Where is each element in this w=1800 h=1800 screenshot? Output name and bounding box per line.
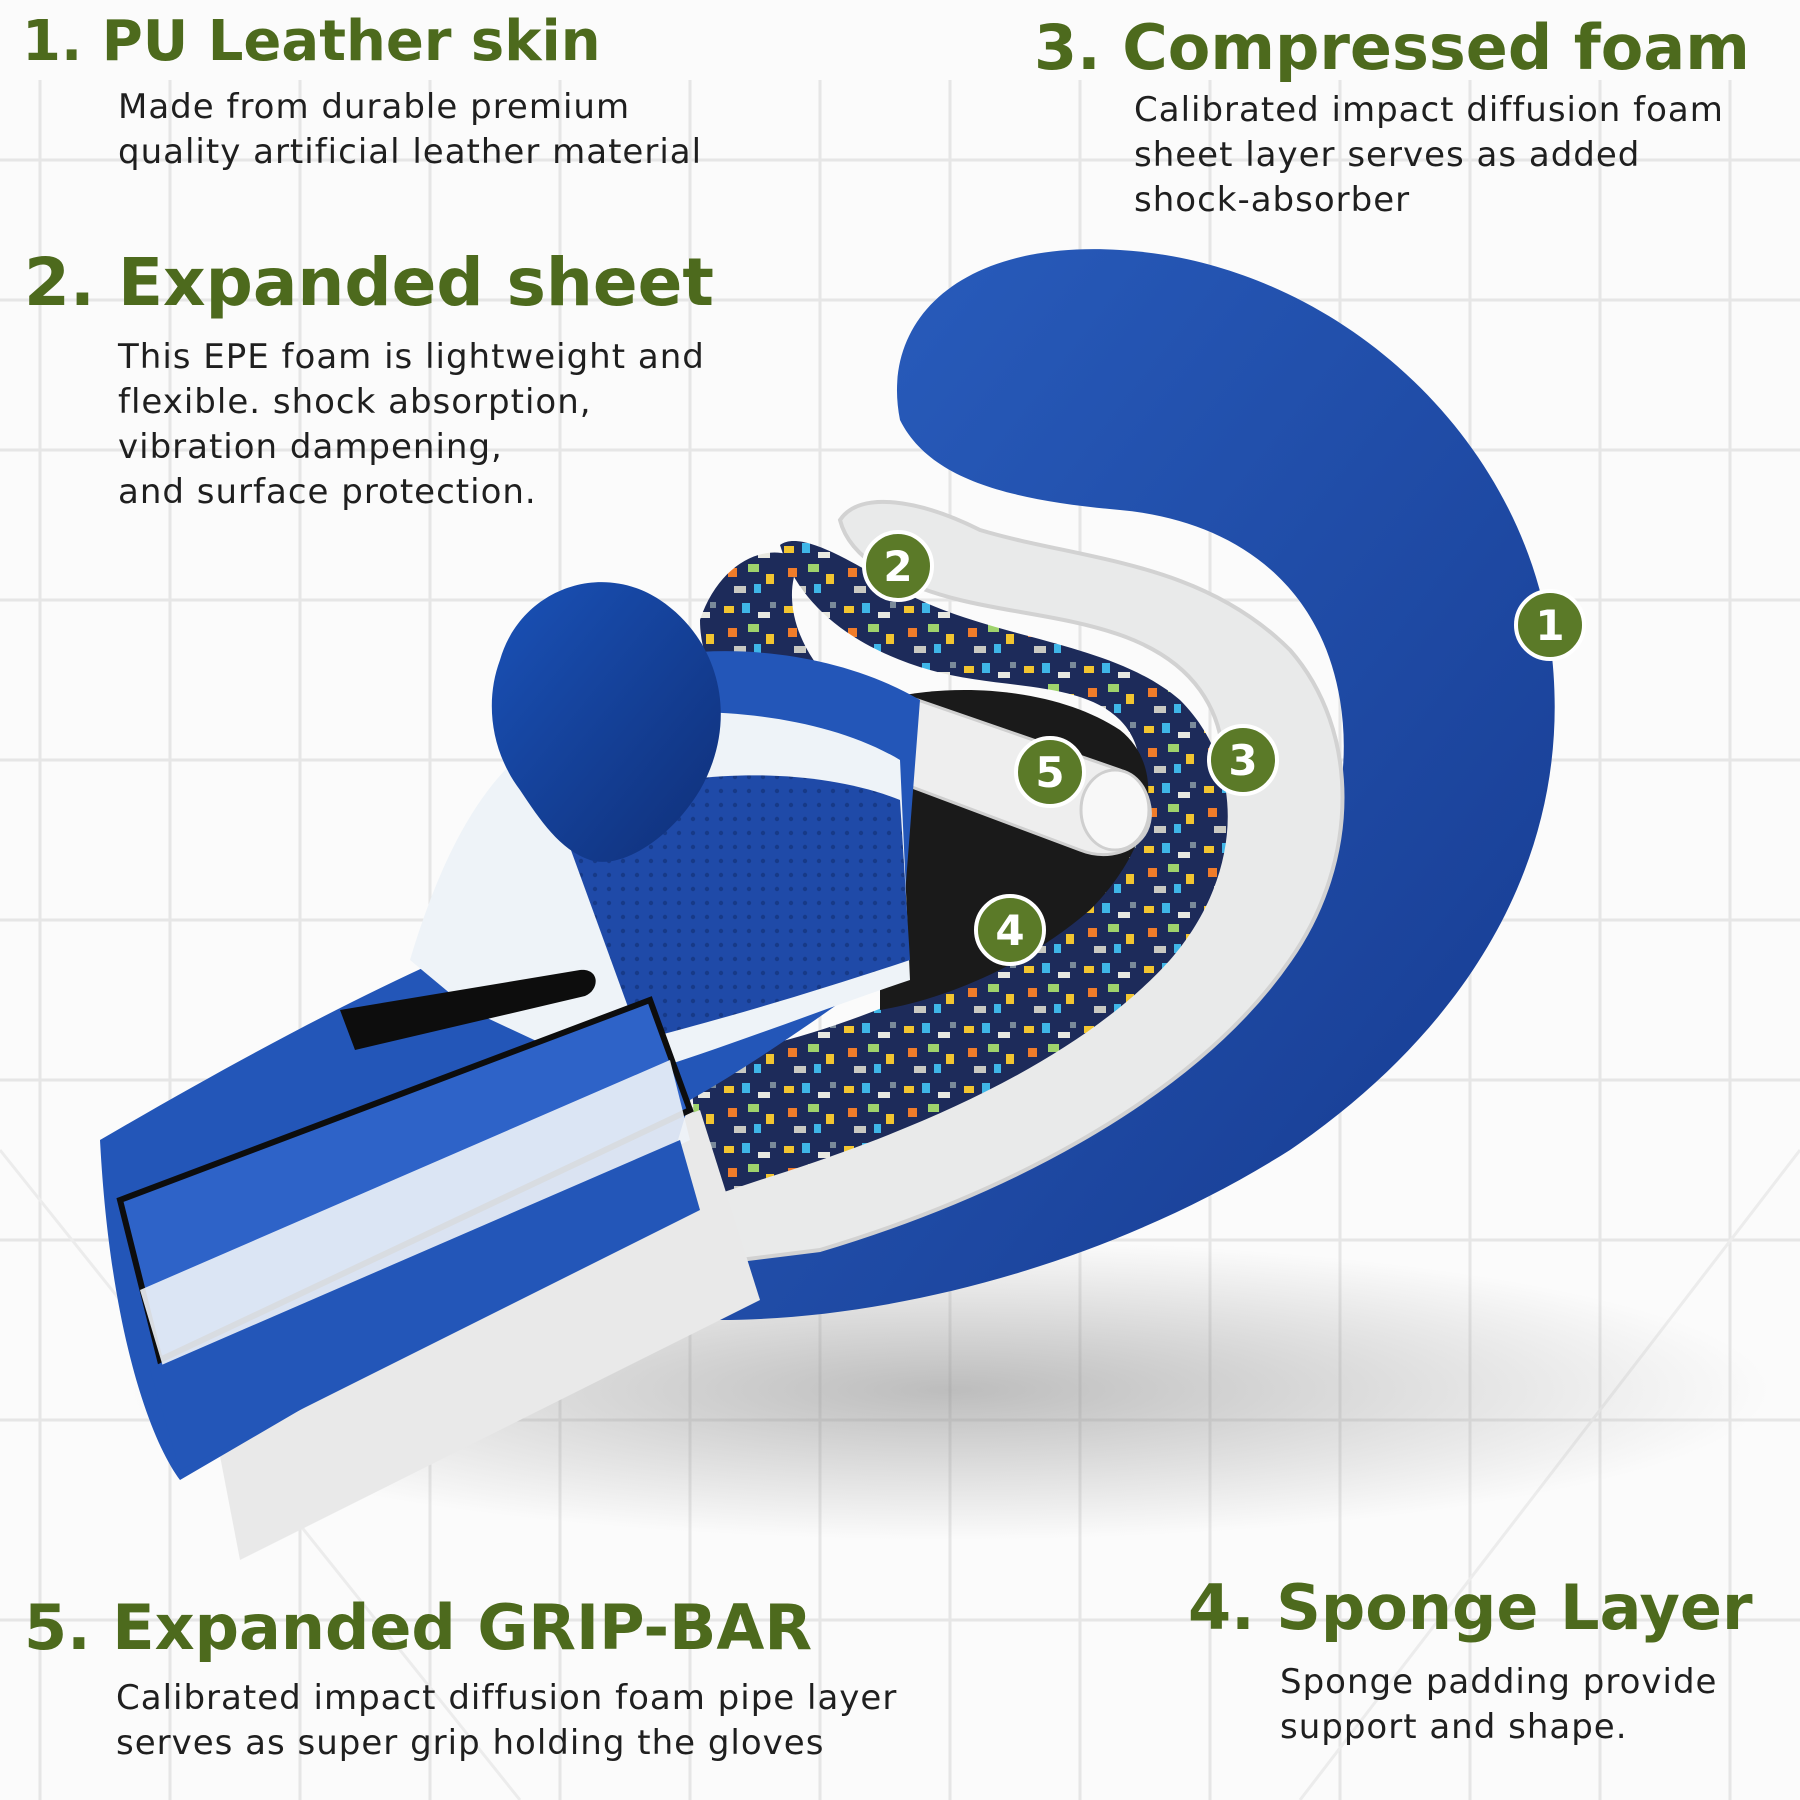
layer-1-title: 1. PU Leather skin — [22, 9, 601, 74]
layer-5-title: 5. Expanded GRIP-BAR — [24, 1591, 813, 1664]
compressed-foam-layer — [690, 541, 1228, 1200]
layer-4-title: 4. Sponge Layer — [1188, 1571, 1753, 1644]
layer-3-description: Calibrated impact diffusion foam sheet l… — [1134, 90, 1724, 220]
layer-3-title: 3. Compressed foam — [1034, 11, 1750, 84]
badge-4: 4 — [974, 894, 1046, 966]
strap-loop — [340, 969, 596, 1050]
layer-4-description: Sponge padding provide support and shape… — [1280, 1662, 1718, 1747]
badge-5-label: 5 — [1035, 748, 1064, 797]
badge-2: 2 — [862, 530, 934, 602]
glove-thumb — [491, 582, 721, 862]
layer-2-description: This EPE foam is lightweight and flexibl… — [118, 337, 705, 512]
expanded-sheet-layer — [637, 499, 1345, 1273]
badge-1-label: 1 — [1535, 601, 1564, 650]
badge-3-label: 3 — [1228, 736, 1257, 785]
wrist-strap-white — [140, 1060, 690, 1390]
badge-5: 5 — [1014, 736, 1086, 808]
layer-2-title: 2. Expanded sheet — [24, 244, 714, 321]
badge-4-label: 4 — [995, 906, 1024, 955]
layer-5-description: Calibrated impact diffusion foam pipe la… — [116, 1678, 898, 1763]
badge-3: 3 — [1207, 724, 1279, 796]
wrist-strap-lower — [150, 1140, 700, 1470]
badge-1: 1 — [1514, 589, 1586, 661]
layer-1-description: Made from durable premium quality artifi… — [118, 87, 703, 172]
badge-2-label: 2 — [883, 542, 912, 591]
leather-skin-shell — [720, 249, 1555, 1320]
